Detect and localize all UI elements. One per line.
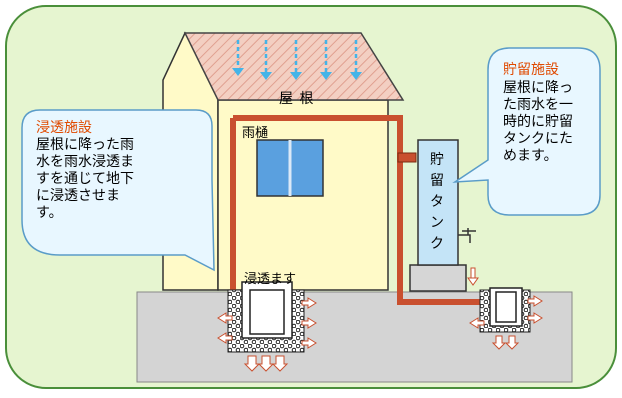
inlet-label: 浸透ます [244,272,297,287]
callout-right-body: 屋根に降っ た雨水を一 時的に貯留 タンクにた めます。 [503,80,573,164]
callout-left-body: 屋根に降った雨 水を雨水浸透ま すを通じて地下 に浸透させま す。 [36,137,134,221]
tank-base [409,264,467,292]
faucet-drop-arrow [467,267,479,286]
callout-right-title: 貯留施設 [503,62,559,78]
callout-left-title: 浸透施設 [36,120,92,136]
callout-left-bubble [21,109,215,272]
gutter-label: 雨樋 [242,126,269,141]
storage-tank [417,139,459,266]
callout-right-bubble [452,47,601,216]
seepage-arrows-left [217,297,317,372]
tank-inlet-pipe [397,152,417,163]
tank-label: 貯 留 タ ン ク [430,152,444,252]
roof-label: 屋 根 [279,91,315,107]
faucet-icon [458,228,476,243]
roof [183,32,405,101]
infiltration-inlet-left [227,281,305,353]
rain-arrows [232,40,362,80]
window [256,139,324,197]
infiltration-inlet-right [479,287,531,333]
seepage-arrows-right [469,295,543,350]
